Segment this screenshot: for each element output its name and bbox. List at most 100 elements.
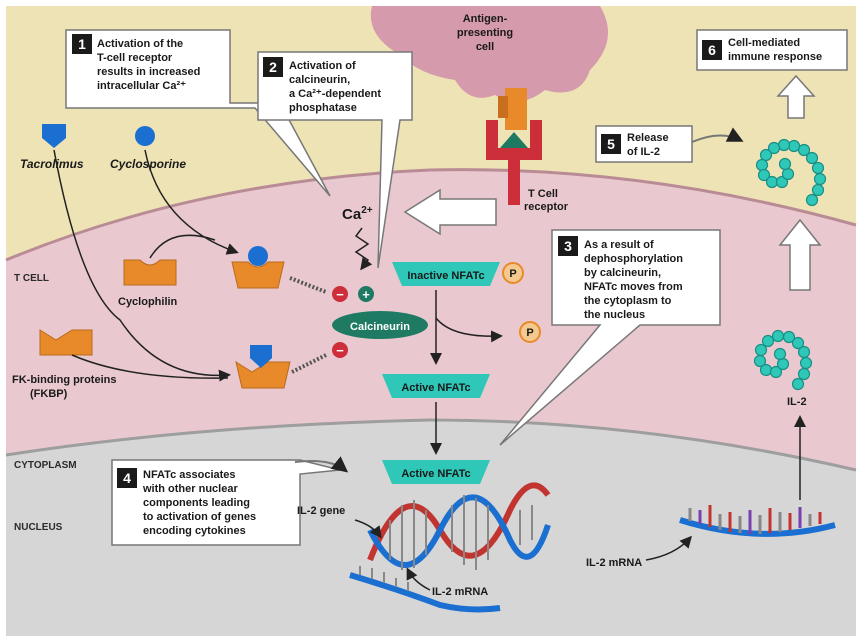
step-3-line-2: dephosphorylation <box>584 253 683 265</box>
active-nfat-2-label: Active NFATc <box>401 468 470 480</box>
step-2-line-4: phosphatase <box>289 102 357 114</box>
minus-sign-1: − <box>336 287 344 302</box>
step-5-callout: 5 Release of IL-2 <box>595 125 744 163</box>
region-label-t-cell: T CELL <box>14 273 49 284</box>
step-6-line-1: Cell-mediated <box>728 37 800 49</box>
il2-gene-label: IL-2 gene <box>297 505 345 517</box>
fkbp-icon <box>39 329 93 356</box>
step-2-number: 2 <box>269 59 277 75</box>
il2-mrna-cyto-pointer-arrow <box>645 535 692 561</box>
ca-label: Ca2+ <box>342 205 373 223</box>
step-3-line-5: the cytoplasm to <box>584 295 672 307</box>
active-nfat-1-label: Active NFATc <box>401 382 470 394</box>
step-3-line-3: by calcineurin, <box>584 267 661 279</box>
cyclophilin-path-arrow <box>149 234 216 259</box>
phosphate-release-arrow <box>435 317 503 343</box>
step-3-line-1: As a result of <box>584 239 654 251</box>
step-6-number: 6 <box>708 42 716 58</box>
tacrolimus-path-arrow <box>53 149 231 382</box>
fkbp-label-2: (FKBP) <box>30 388 68 400</box>
fkbp-label-1: FK-binding proteins <box>12 374 116 386</box>
step-6-callout: 6 Cell-mediated immune response <box>696 29 848 71</box>
step-6-line-2: immune response <box>728 51 822 63</box>
phosphate-bound-label: P <box>509 268 516 280</box>
step-4-line-1: NFATc associates <box>143 469 236 481</box>
il2-gene-pointer-arrow <box>354 519 382 539</box>
step-4-line-5: encoding cytokines <box>143 525 246 537</box>
minus-sign-fkbp-icon <box>332 342 348 358</box>
il2-secretion-arrow <box>778 218 822 291</box>
step-1-callout: 1 Activation of the T-cell receptor resu… <box>65 29 331 197</box>
active-nfat-2-shape <box>382 460 490 484</box>
step-5-line-1: Release <box>627 132 669 144</box>
nuclear-mrna-icon <box>349 566 501 613</box>
step-3-callout: 3 As a result of dephosphorylation by ca… <box>499 229 721 446</box>
active-nfat-1-shape <box>382 374 490 398</box>
step-3-number: 3 <box>564 238 572 254</box>
step-1-line-1: Activation of the <box>97 38 183 50</box>
step-4-line-3: components leading <box>143 497 250 509</box>
step-1-number: 1 <box>78 36 86 52</box>
fkbp-path-arrow <box>71 354 229 379</box>
step-4-callout: 4 NFATc associates with other nuclear co… <box>111 456 349 546</box>
step-2-line-2: calcineurin, <box>289 74 350 86</box>
apc-label-1: Antigen- <box>463 13 508 25</box>
phosphate-released-icon <box>519 321 541 343</box>
immune-response-arrow <box>776 74 816 119</box>
plus-sign-icon <box>358 286 374 302</box>
cyclophilin-icon <box>123 259 177 286</box>
step-3-line-4: NFATc moves from <box>584 281 683 293</box>
il2-protein-lower-icon <box>753 329 813 391</box>
phosphate-released-label: P <box>526 327 533 339</box>
cyclophilin-cyclosporine-complex-icon <box>231 246 285 289</box>
ca-signal-zigzag <box>354 227 373 271</box>
il2-mrna-cyto-label: IL-2 mRNA <box>586 557 642 569</box>
step-4-number: 4 <box>123 470 131 486</box>
step-2-line-3: a Ca²⁺-dependent <box>289 88 381 100</box>
minus-sign-2: − <box>336 343 344 358</box>
step-2-line-1: Activation of <box>289 60 356 72</box>
receptor-label-1: T Cell <box>528 188 558 200</box>
cyclophilin-label: Cyclophilin <box>118 296 178 308</box>
cell-membrane <box>5 168 857 262</box>
step-5-line-2: of IL-2 <box>627 146 660 158</box>
receptor-label-2: receptor <box>524 201 569 213</box>
il2-mrna-nucleus-label: IL-2 mRNA <box>432 586 488 598</box>
nuclear-membrane <box>5 418 857 472</box>
mhc-antigen-icon <box>498 88 527 130</box>
antigen-presenting-cell <box>370 6 608 102</box>
step-5-number: 5 <box>607 136 615 152</box>
dna-helix-icon <box>367 482 551 570</box>
fkbp-tacrolimus-complex-icon <box>235 345 291 389</box>
step-1-line-2: T-cell receptor <box>97 52 173 64</box>
step-1-line-4: intracellular Ca²⁺ <box>97 80 186 92</box>
il2-label: IL-2 <box>787 396 807 408</box>
apc-label-2: presenting <box>457 27 513 39</box>
region-label-nucleus: NUCLEUS <box>14 522 63 533</box>
minus-sign-cyclophilin-icon <box>332 286 348 302</box>
cytoplasmic-mrna-icon <box>679 505 836 537</box>
calcineurin-icon <box>332 311 428 339</box>
tacrolimus-icon <box>42 124 66 148</box>
t-cell-receptor-icon <box>486 120 542 205</box>
apc-label-3: cell <box>476 41 494 53</box>
step-1-line-3: results in increased <box>97 66 200 78</box>
inactive-nfat-shape <box>392 262 500 286</box>
cyclosporine-icon <box>135 126 155 146</box>
step-4-line-4: to activation of genes <box>143 511 256 523</box>
calcineurin-label: Calcineurin <box>350 321 410 333</box>
step-3-line-6: the nucleus <box>584 309 645 321</box>
phosphate-bound-icon <box>502 262 524 284</box>
cyclophilin-inhibition-line <box>289 276 327 294</box>
plus-sign: + <box>362 287 370 302</box>
ca-influx-arrow <box>403 188 497 236</box>
il2-protein-upper-icon <box>755 138 827 207</box>
region-label-cytoplasm: CYTOPLASM <box>14 460 77 471</box>
il2-mrna-nucleus-pointer-arrow <box>406 567 431 591</box>
step-2-callout: 2 Activation of calcineurin, a Ca²⁺-depe… <box>257 51 413 269</box>
tacrolimus-label: Tacrolimus <box>20 157 84 171</box>
inactive-nfat-label: Inactive NFATc <box>407 270 484 282</box>
cyclosporine-path-arrow <box>144 149 239 255</box>
step-4-line-2: with other nuclear <box>142 483 238 495</box>
